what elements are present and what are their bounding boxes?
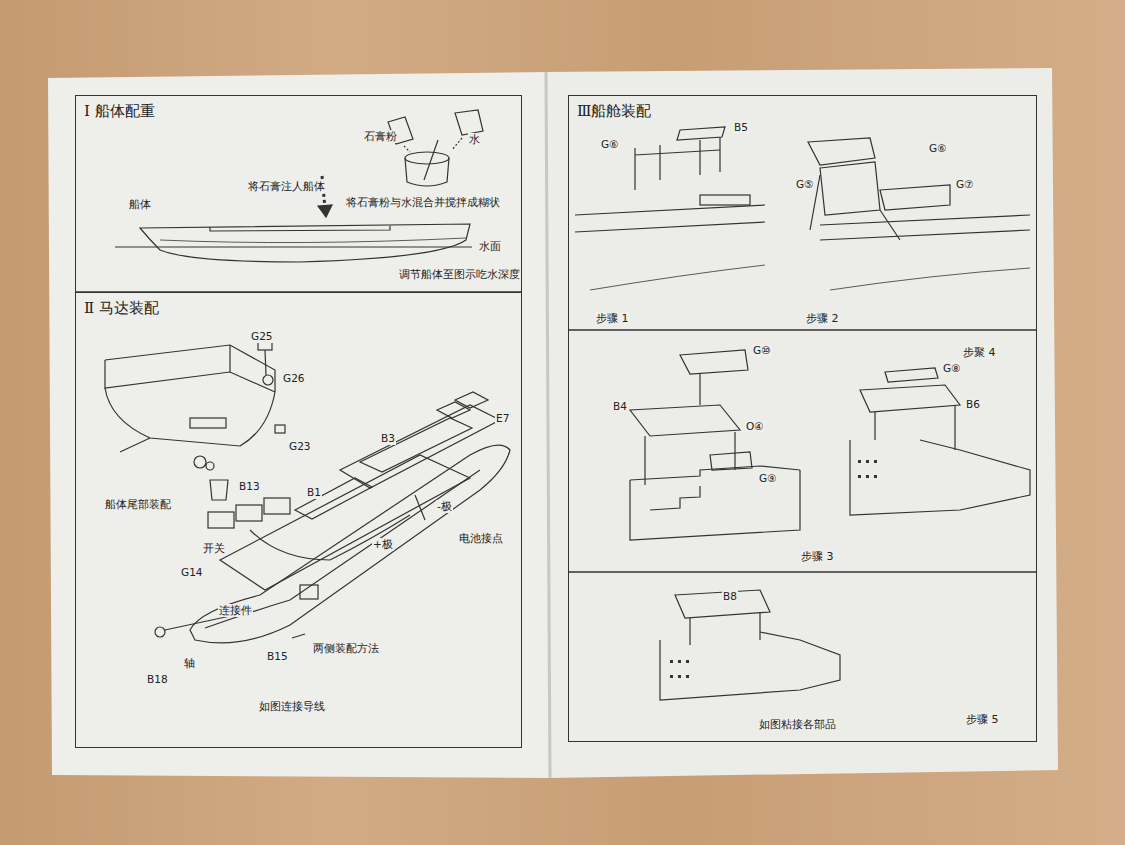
part-number: G⑧ bbox=[942, 362, 962, 375]
page-fold bbox=[546, 72, 550, 778]
part-number: G⑤ bbox=[795, 178, 815, 191]
section-panel: Ⅲ船舱装配 bbox=[568, 95, 1037, 742]
note-label: 电池接点 bbox=[458, 532, 504, 545]
note-label: 步骤 5 bbox=[965, 713, 1000, 726]
paper-page bbox=[543, 68, 1058, 778]
part-number: G25 bbox=[250, 330, 274, 343]
note-label: 开关 bbox=[202, 542, 226, 555]
note-label: 步聚 4 bbox=[962, 346, 997, 359]
paper-page bbox=[48, 72, 552, 778]
part-number: B18 bbox=[146, 673, 169, 686]
section-panel: Ⅱ 马达装配 bbox=[75, 292, 522, 748]
part-number: G⑦ bbox=[955, 178, 975, 191]
part-number: B3 bbox=[380, 432, 396, 445]
note-label: 轴 bbox=[183, 657, 196, 670]
section-heading: Ⅱ 马达装配 bbox=[84, 299, 159, 318]
divider bbox=[568, 571, 1037, 573]
note-label: 连接件 bbox=[218, 604, 253, 617]
part-number: G⑥ bbox=[928, 142, 948, 155]
part-number: B13 bbox=[238, 480, 261, 493]
section-panel: Ⅰ 船体配重 bbox=[75, 95, 522, 293]
note-label: 如图粘接各部品 bbox=[758, 718, 837, 731]
note-label: 调节船体至图示吃水深度 bbox=[398, 268, 521, 281]
note-label: 水 bbox=[468, 133, 481, 146]
section-heading: Ⅲ船舱装配 bbox=[577, 102, 651, 121]
part-number: B5 bbox=[733, 121, 749, 134]
divider bbox=[568, 329, 1037, 331]
note-label: 步骤 3 bbox=[800, 550, 835, 563]
part-number: G⑩ bbox=[752, 344, 772, 357]
part-number: G23 bbox=[288, 440, 312, 453]
part-number: B4 bbox=[612, 400, 628, 413]
note-label: 将石膏注人船体 bbox=[247, 180, 326, 193]
part-number: B6 bbox=[965, 398, 981, 411]
note-label: 步骤 1 bbox=[595, 312, 630, 325]
note-label: 石膏粉 bbox=[363, 130, 398, 143]
note-label: 船体 bbox=[128, 198, 152, 211]
part-number: G⑨ bbox=[758, 472, 778, 485]
part-number: G14 bbox=[180, 566, 204, 579]
note-label: +极 bbox=[372, 538, 394, 551]
note-label: 水面 bbox=[478, 240, 502, 253]
note-label: 将石膏粉与水混合并搅拌成糊状 bbox=[345, 196, 501, 209]
part-number: B8 bbox=[722, 590, 738, 603]
note-label: 船体尾部装配 bbox=[104, 498, 172, 511]
note-label: 两侧装配方法 bbox=[312, 642, 380, 655]
note-label: 如图连接导线 bbox=[258, 700, 326, 713]
section-heading: Ⅰ 船体配重 bbox=[84, 102, 155, 121]
part-number: O④ bbox=[745, 420, 765, 433]
note-label: -极 bbox=[436, 500, 453, 513]
part-number: G26 bbox=[282, 372, 306, 385]
note-label: 步骤 2 bbox=[805, 312, 840, 325]
part-number: E7 bbox=[495, 412, 510, 425]
part-number: G⑥ bbox=[600, 138, 620, 151]
window-dots bbox=[670, 460, 877, 678]
part-number: B1 bbox=[306, 486, 322, 499]
part-number: B15 bbox=[266, 650, 289, 663]
